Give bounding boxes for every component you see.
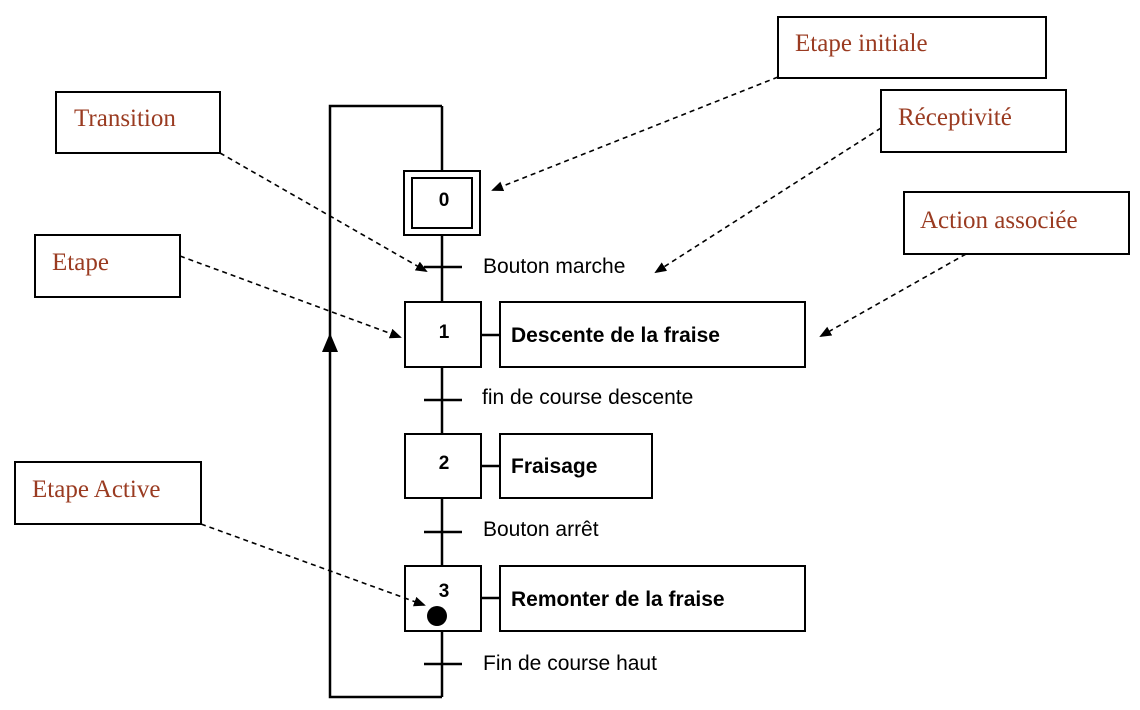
callout-step-box: [34, 234, 181, 298]
callout-initial-step: Etape initiale: [491, 16, 1047, 191]
callout-receptivity-arrow: [654, 127, 882, 274]
step-2-action-box: [499, 433, 653, 499]
step-3-number: 3: [439, 581, 450, 602]
callout-step: Etape: [34, 234, 402, 339]
step-2-number: 2: [439, 453, 450, 474]
callout-associated-action-box: [903, 191, 1130, 255]
return-arrow-icon: [322, 333, 338, 352]
transition-label-2: Bouton arrêt: [483, 518, 599, 541]
callout-receptivity-label: Réceptivité: [898, 104, 1012, 131]
callout-step-arrow: [179, 255, 402, 339]
step-3-action-label: Remonter de la fraise: [511, 588, 725, 611]
callout-initial-step-arrow: [491, 76, 779, 191]
callout-transition-box: [55, 91, 221, 154]
step-0-inner-frame: [411, 177, 473, 229]
transition-label-0: Bouton marche: [483, 255, 625, 278]
callout-transition-label: Transition: [74, 105, 176, 132]
callout-active-step-arrow: [200, 523, 426, 607]
transition-bars: [424, 265, 462, 666]
step-1-action-label: Descente de la fraise: [511, 324, 720, 347]
callout-associated-action-label: Action associée: [920, 207, 1078, 234]
callout-associated-action: Action associée: [819, 191, 1130, 337]
callout-transition-arrow: [219, 152, 428, 272]
step-2: 2 Fraisage: [404, 433, 653, 499]
callout-active-step-box: [14, 461, 202, 525]
callout-initial-step-label: Etape initiale: [795, 30, 928, 57]
callout-initial-step-box: [777, 16, 1047, 79]
step-1-action-box: [499, 301, 806, 368]
transition-label-3: Fin de course haut: [483, 652, 657, 675]
step-2-action-label: Fraisage: [511, 455, 597, 478]
callout-active-step-label: Etape Active: [32, 476, 160, 503]
callout-receptivity: Réceptivité: [654, 89, 1067, 274]
callout-step-label: Etape: [52, 249, 109, 276]
step-1: 1 Descente de la fraise: [404, 301, 806, 368]
callout-transition: Transition: [55, 91, 428, 272]
callout-receptivity-box: [880, 89, 1067, 153]
step-1-number: 1: [439, 322, 450, 343]
step-3-action-box: [499, 565, 806, 632]
step-1-box: [404, 301, 482, 368]
step-0: 0: [403, 170, 481, 236]
callout-associated-action-arrow: [819, 253, 967, 337]
active-token-icon: [427, 606, 447, 626]
step-3: 3 Remonter de la fraise: [404, 565, 806, 632]
callout-active-step: Etape Active: [14, 461, 426, 607]
step-0-number: 0: [439, 190, 450, 211]
return-loop-line: [328, 104, 442, 699]
transition-label-1: fin de course descente: [482, 386, 693, 409]
